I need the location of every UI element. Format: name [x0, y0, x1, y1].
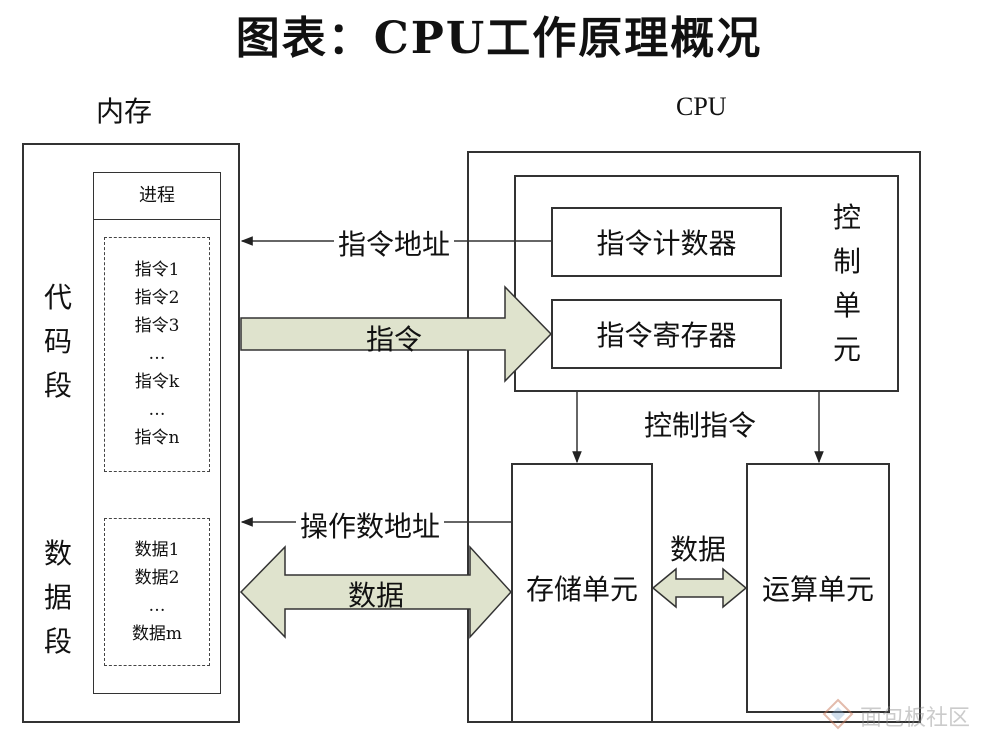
instruction-item: 指令2 — [134, 288, 180, 308]
instruction-item: 指令1 — [134, 260, 180, 280]
data-bus-arrow — [239, 545, 513, 639]
control-unit-box — [514, 175, 899, 392]
data-item-list: 数据1 数据2 … 数据m — [104, 536, 210, 648]
program-counter-box — [551, 207, 782, 277]
watermark-logo-icon — [822, 698, 854, 730]
data-item: … — [148, 596, 166, 616]
instruction-label: 指令 — [366, 323, 423, 356]
instruction-list: 指令1 指令2 指令3 … 指令k … 指令n — [104, 256, 210, 452]
instruction-item: … — [148, 400, 166, 420]
memory-label: 内存 — [96, 95, 153, 128]
instruction-item: 指令k — [134, 372, 180, 392]
instructions-box — [104, 237, 210, 472]
watermark-text: 面包板社区 — [860, 706, 971, 731]
control-unit-label: 控 制 单 元 — [832, 201, 861, 366]
data-item: 数据m — [131, 624, 183, 644]
instruction-arrow — [240, 285, 553, 383]
instruction-address-label: 指令地址 — [334, 223, 455, 263]
data-item: 数据2 — [134, 568, 180, 588]
alu-label: 运算单元 — [761, 573, 874, 606]
control-instruction-label: 控制指令 — [640, 404, 761, 444]
memory-box — [22, 143, 240, 723]
data-bus-label: 数据 — [348, 579, 405, 612]
cpu-box — [467, 151, 921, 723]
internal-data-label: 数据 — [670, 533, 727, 566]
storage-unit-box — [511, 463, 653, 723]
internal-data-arrow — [651, 567, 748, 609]
instruction-register-label: 指令寄存器 — [596, 319, 737, 352]
data-items-box — [104, 518, 210, 666]
instruction-item: 指令3 — [134, 316, 180, 336]
code-segment-label: 代 码 段 — [43, 281, 72, 402]
operand-address-label: 操作数地址 — [296, 505, 445, 545]
diagram-title: 图表：CPU工作原理概况 — [235, 13, 763, 64]
instruction-item: … — [148, 344, 166, 364]
program-counter-label: 指令计数器 — [596, 227, 737, 260]
data-segment-label: 数 据 段 — [43, 537, 72, 658]
process-header-box — [93, 172, 221, 220]
storage-unit-label: 存储单元 — [525, 573, 638, 606]
data-item: 数据1 — [134, 540, 180, 560]
cpu-label: CPU — [676, 92, 727, 121]
process-header: 进程 — [139, 185, 175, 206]
instruction-item: 指令n — [134, 428, 180, 448]
